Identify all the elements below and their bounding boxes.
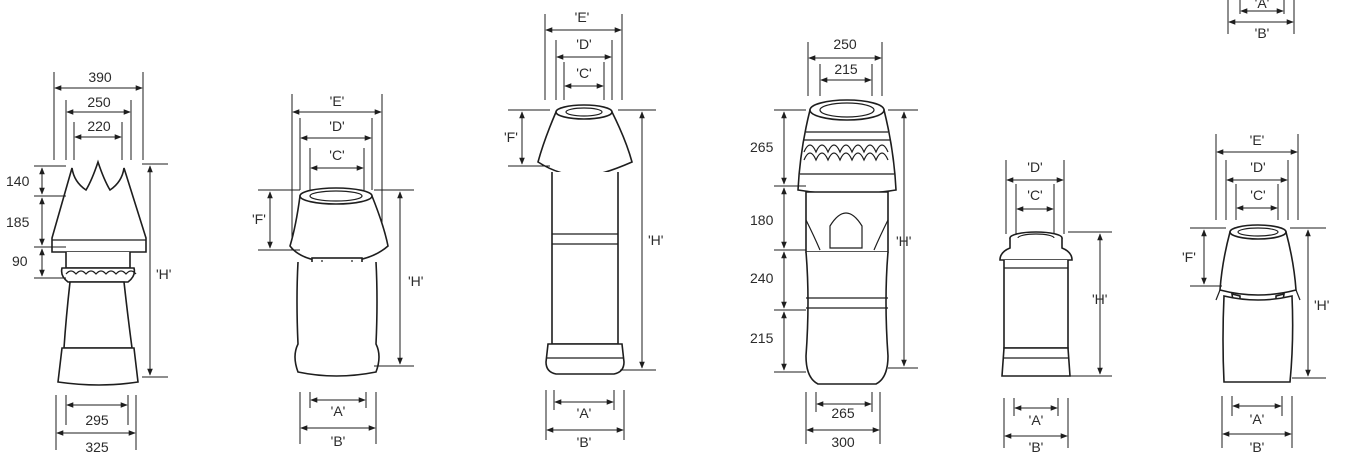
pot-5-top-label-1: 'D'	[1027, 159, 1042, 175]
pot-1-height-label: 'H'	[156, 266, 171, 282]
pot-4-top-label-1: 250	[833, 36, 857, 52]
pot-6-side-label: 'F'	[1182, 249, 1196, 265]
pot-2-height-label: 'H'	[408, 273, 423, 289]
pot-6-top-label-2: 'D'	[1250, 159, 1265, 175]
pot-3-top-label-3: 'C'	[576, 65, 591, 81]
pot-4: 250 215 265 180 240 215 'H'	[750, 36, 918, 450]
pot-2: 'E' 'D' 'C' 'F' 'H' 'A' 'B'	[252, 93, 423, 449]
pot-4-bottom-label-1: 265	[831, 405, 855, 421]
corner-label-a: 'A'	[1255, 0, 1270, 11]
pot-1-top-label-3: 220	[87, 118, 111, 134]
pot-3-side-label: 'F'	[504, 129, 518, 145]
pot-4-left-label-4: 215	[750, 330, 774, 346]
pot-3: 'E' 'D' 'C' 'F' 'H' 'A' 'B'	[504, 9, 663, 450]
pot-3-bottom-label-2: 'B'	[577, 434, 592, 450]
pot-6-bottom-label-2: 'B'	[1250, 439, 1265, 455]
pot-2-top-label-1: 'E'	[330, 93, 345, 109]
pot-6-height-label: 'H'	[1314, 297, 1329, 313]
pot-6: 'E' 'D' 'C' 'F' 'H' 'A' 'B'	[1182, 132, 1329, 455]
pot-2-bottom-label-1: 'A'	[331, 403, 346, 419]
pot-1-top-label-2: 250	[87, 94, 111, 110]
pot-4-top-label-2: 215	[834, 61, 858, 77]
pot-2-top-label-2: 'D'	[329, 118, 344, 134]
pot-6-top-label-3: 'C'	[1250, 187, 1265, 203]
pot-4-left-label-3: 240	[750, 270, 774, 286]
pot-1-bottom-label-1: 295	[85, 412, 109, 428]
pot-2-top-label-3: 'C'	[329, 147, 344, 163]
pot-3-top-label-2: 'D'	[576, 36, 591, 52]
pot-1-bottom-label-2: 325	[85, 439, 109, 455]
pot-5: 'D' 'C' 'H' 'A' 'B'	[999, 159, 1112, 455]
pot-1-top-label-1: 390	[88, 69, 112, 85]
pot-4-height-label: 'H'	[896, 233, 911, 249]
corner-label-b: 'B'	[1255, 25, 1270, 41]
pot-5-bottom-label-1: 'A'	[1029, 412, 1044, 428]
pot-1-left-label-3: 90	[12, 253, 28, 269]
pot-4-left-label-1: 265	[750, 139, 774, 155]
pot-2-side-label: 'F'	[252, 211, 266, 227]
pot-5-height-label: 'H'	[1092, 291, 1107, 307]
corner-partial-dimensions: 'A' 'B'	[1227, 0, 1295, 41]
pot-6-top-label-1: 'E'	[1250, 132, 1265, 148]
pot-3-top-label-1: 'E'	[575, 9, 590, 25]
pot-4-bottom-label-2: 300	[831, 434, 855, 450]
pot-1-left-label-2: 185	[6, 214, 30, 230]
pot-4-left-label-2: 180	[750, 212, 774, 228]
pot-1: 390 250 220 140 185 90 'H' 295 3	[6, 69, 171, 455]
pot-5-bottom-label-2: 'B'	[1029, 439, 1044, 455]
pot-5-top-label-2: 'C'	[1027, 187, 1042, 203]
pot-3-bottom-label-1: 'A'	[577, 405, 592, 421]
pot-6-bottom-label-1: 'A'	[1250, 411, 1265, 427]
pot-1-left-label-1: 140	[6, 173, 30, 189]
pot-3-height-label: 'H'	[648, 232, 663, 248]
pot-2-bottom-label-2: 'B'	[331, 433, 346, 449]
